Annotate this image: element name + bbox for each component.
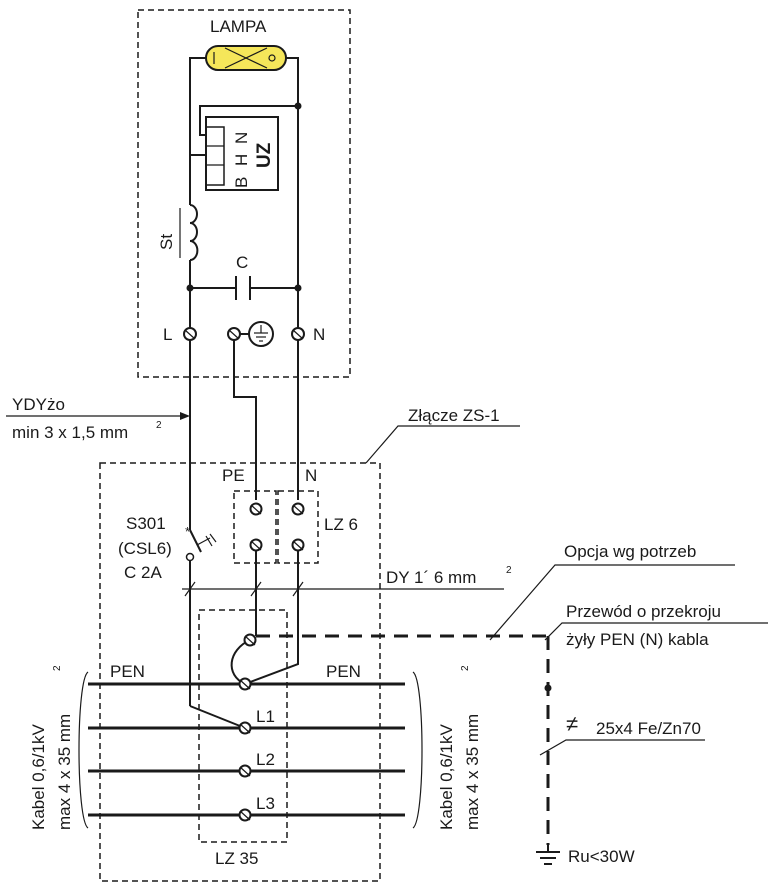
right-cable-brace [412, 671, 423, 829]
option-leader [489, 564, 735, 641]
feeder-cable-section: min 3 x 1,5 mm [12, 423, 128, 442]
ignitor-box [205, 116, 279, 191]
junction-dot [186, 284, 194, 292]
cable-right-section-sup: 2 [460, 665, 471, 671]
breaker-rating: C 2A [124, 563, 162, 582]
feeder-cable-type: YDYżo [12, 395, 65, 414]
lamp-label: LAMPA [210, 17, 267, 36]
terminal-n-label: N [313, 325, 325, 344]
terminal-n-icon [291, 327, 305, 341]
ground-icon [536, 845, 560, 865]
breaker-variant: (CSL6) [118, 539, 172, 558]
junction-dot [294, 102, 302, 110]
n-label: N [305, 466, 317, 485]
option-label: Opcja wg potrzeb [564, 542, 696, 561]
conductor-leader [544, 622, 768, 641]
l3-label: L3 [256, 794, 275, 813]
pe-label: PE [222, 466, 245, 485]
strip-symbol: ≠ [566, 711, 578, 736]
connector-label: Złącze ZS-1 [408, 406, 500, 425]
lz35-terminal-box [198, 609, 288, 843]
left-cable-brace [78, 671, 89, 829]
connector-box [99, 462, 381, 882]
pen-label-right: PEN [326, 662, 361, 681]
dy-tick [292, 581, 304, 597]
conductor-label-line2: żyły PEN (N) kabla [566, 630, 709, 649]
ignitor-pin-h: H [232, 154, 251, 166]
l2-label: L2 [256, 750, 275, 769]
earth-symbol-icon [240, 321, 274, 347]
strip-label: 25x4 Fe/Zn70 [596, 719, 701, 738]
cable-right-section: max 4 x 35 mm [463, 714, 482, 830]
ignitor-pin-n: N [232, 132, 251, 144]
pen-label-left: PEN [110, 662, 145, 681]
earth-resistance-label: Ru<30W [568, 847, 635, 866]
arrow-head-icon [180, 412, 190, 420]
lz6-terminals-icon [249, 502, 305, 552]
dy-tick [184, 581, 196, 597]
breaker-model: S301 [126, 514, 166, 533]
lz6-label: LZ 6 [324, 515, 358, 534]
ballast-label: St [157, 234, 176, 250]
lamp-circuit-wires [189, 57, 299, 330]
dy-label-sup: 2 [506, 565, 512, 576]
feeder-cable-section-sup: 2 [156, 420, 162, 431]
svg-text:*: * [185, 524, 190, 539]
capacitor-label: C [236, 253, 248, 272]
bus-bars [88, 682, 405, 817]
strip-leader [539, 739, 705, 756]
cable-left-section: max 4 x 35 mm [55, 714, 74, 830]
capacitor-icon [235, 276, 251, 300]
ballast-coil-icon [179, 204, 199, 261]
conductor-label-line1: Przewód o przekroju [566, 602, 721, 621]
connector-leader [365, 425, 520, 464]
cable-right-type: Kabel 0,6/1kV [437, 723, 456, 830]
ignitor-label: UZ [254, 142, 275, 168]
ignitor-pin-b: B [232, 177, 251, 188]
lamp-icon [205, 45, 287, 71]
cable-left-section-sup: 2 [52, 665, 63, 671]
feeder-cable-wires [189, 340, 299, 530]
junction-dot [544, 684, 552, 692]
bus-terminals-icon [238, 633, 257, 822]
cable-left-type: Kabel 0,6/1kV [29, 723, 48, 830]
dy-tick [250, 581, 262, 597]
lz35-label: LZ 35 [215, 849, 258, 868]
junction-dot [294, 284, 302, 292]
terminal-l-label: L [163, 325, 172, 344]
l1-label: L1 [256, 707, 275, 726]
terminal-pe-icon [227, 327, 241, 341]
lamp-enclosure-box [137, 9, 351, 378]
circuit-breaker-icon: * [185, 524, 217, 562]
dy-label: DY 1´ 6 mm [386, 568, 476, 587]
terminal-l-icon [183, 327, 197, 341]
